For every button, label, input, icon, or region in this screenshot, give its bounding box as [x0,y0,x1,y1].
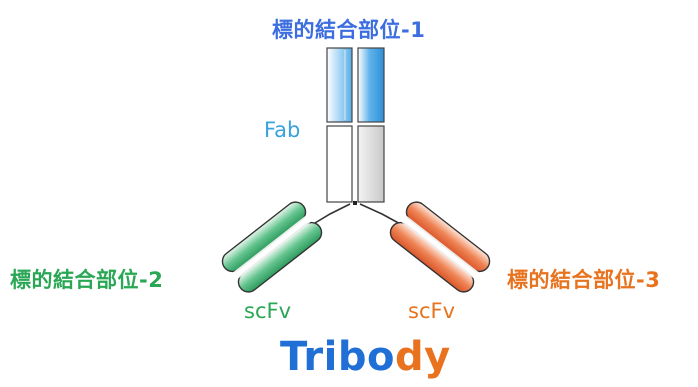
tribody-title-part2: dy [394,334,451,380]
fab-variable-domains [326,47,385,123]
fab-constant-domains [326,125,385,203]
hinge-linker [309,201,405,227]
tribody-title-part1: Tribo [280,334,395,380]
scfv-right-label: scFv [408,299,455,323]
scfv-right-shape [389,201,491,293]
target-binding-site-1-label: 標的結合部位-1 [272,18,426,42]
tribody-title: Tribody [280,334,451,380]
scfv-left-shape [221,201,323,293]
target-binding-site-3-label: 標的結合部位-3 [507,268,661,292]
scfv-left-label: scFv [244,299,291,323]
fab-label: Fab [264,118,301,142]
target-binding-site-2-label: 標的結合部位-2 [10,268,164,292]
